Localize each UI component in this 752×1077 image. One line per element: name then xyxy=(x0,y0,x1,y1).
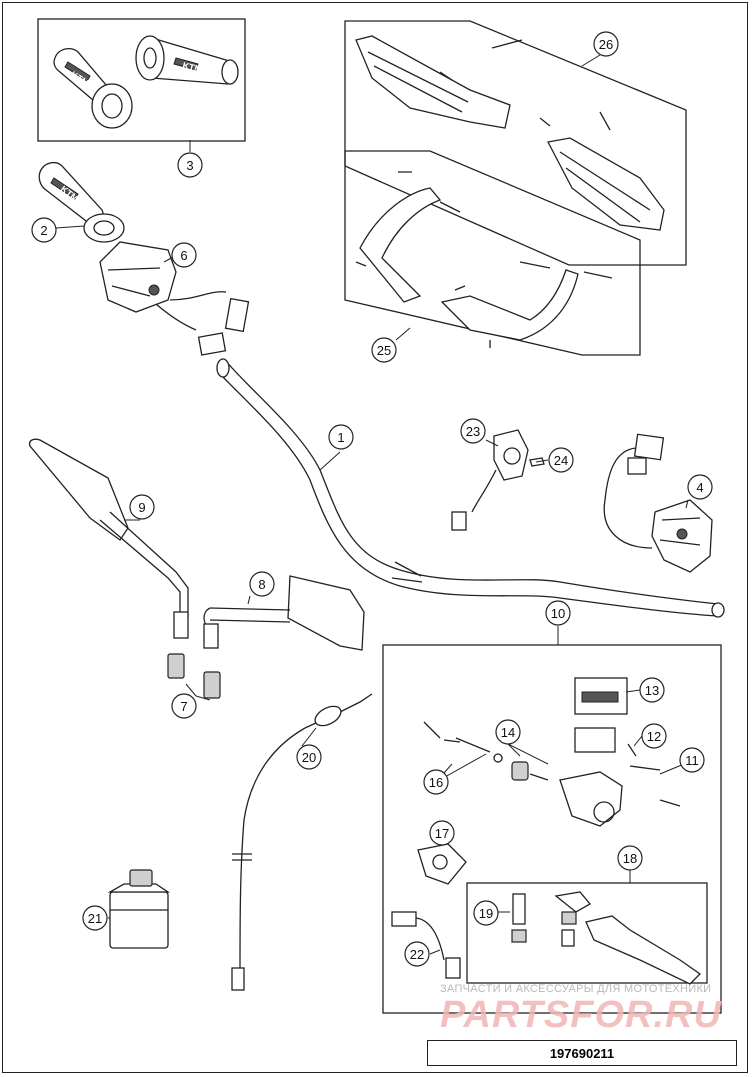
callout-18: 18 xyxy=(617,845,643,871)
callout-1: 1 xyxy=(328,424,354,450)
callout-21: 21 xyxy=(82,905,108,931)
callout-24: 24 xyxy=(548,447,574,473)
callout-16: 16 xyxy=(423,769,449,795)
callout-19: 19 xyxy=(473,900,499,926)
svg-text:7: 7 xyxy=(180,699,187,714)
callout-12: 12 xyxy=(641,723,667,749)
callout-7: 7 xyxy=(171,693,197,719)
right-switch xyxy=(603,433,713,573)
clutch-switch-cable xyxy=(391,911,461,979)
handguard-brackets xyxy=(355,171,613,348)
svg-text:6: 6 xyxy=(180,248,187,263)
callout-9: 9 xyxy=(129,494,155,520)
svg-text:11: 11 xyxy=(685,753,699,768)
svg-text:13: 13 xyxy=(645,683,659,698)
mirrors xyxy=(28,438,365,651)
left-grip xyxy=(38,161,125,243)
emergency-switch xyxy=(451,429,545,531)
callout-22: 22 xyxy=(404,941,430,967)
callout-14: 14 xyxy=(495,719,521,745)
svg-text:3: 3 xyxy=(186,158,193,173)
watermark-logo: PARTSFOR.RU xyxy=(440,994,722,1036)
callout-3: 3 xyxy=(177,152,203,178)
callout-2: 2 xyxy=(31,217,57,243)
svg-text:9: 9 xyxy=(138,500,145,515)
svg-text:24: 24 xyxy=(554,453,568,468)
grip-logo-text: KTM xyxy=(182,60,203,74)
callout-11: 11 xyxy=(679,747,705,773)
group-box-10 xyxy=(382,644,722,1014)
svg-text:20: 20 xyxy=(302,750,316,765)
svg-text:10: 10 xyxy=(551,606,565,621)
svg-text:22: 22 xyxy=(410,947,424,962)
left-switch xyxy=(99,241,250,356)
callout-13: 13 xyxy=(639,677,665,703)
svg-text:8: 8 xyxy=(258,577,265,592)
callout-6: 6 xyxy=(171,242,197,268)
svg-text:19: 19 xyxy=(479,906,493,921)
svg-text:23: 23 xyxy=(466,424,480,439)
svg-text:17: 17 xyxy=(435,826,449,841)
callout-25: 25 xyxy=(371,337,397,363)
handlebar xyxy=(216,358,725,618)
svg-text:25: 25 xyxy=(377,343,391,358)
part-number-label: 197690211 xyxy=(427,1040,737,1066)
svg-text:26: 26 xyxy=(599,37,613,52)
svg-text:21: 21 xyxy=(88,911,102,926)
clutch-master-cylinder xyxy=(423,677,681,827)
handlebar-clamp xyxy=(417,843,467,885)
watermark-subtitle: ЗАПЧАСТИ И АКСЕССУАРЫ ДЛЯ МОТОТЕХНИКИ xyxy=(440,983,712,995)
svg-text:2: 2 xyxy=(40,223,47,238)
group-box-25 xyxy=(344,150,641,356)
callout-23: 23 xyxy=(460,418,486,444)
group-box-18 xyxy=(466,882,708,984)
svg-text:12: 12 xyxy=(647,729,661,744)
clutch-hose xyxy=(231,693,373,991)
svg-text:1: 1 xyxy=(337,430,344,445)
callout-26: 26 xyxy=(593,31,619,57)
callout-17: 17 xyxy=(429,820,455,846)
callout-20: 20 xyxy=(296,744,322,770)
callout-10: 10 xyxy=(545,600,571,626)
svg-text:4: 4 xyxy=(696,480,703,495)
clutch-lever-kit xyxy=(511,891,702,985)
group-box-3 xyxy=(37,18,246,142)
hydraulic-fluid-bottle xyxy=(107,869,171,949)
callout-4: 4 xyxy=(687,474,713,500)
handguard-set xyxy=(355,35,665,231)
svg-text:16: 16 xyxy=(429,775,443,790)
mirror-adapters xyxy=(167,653,221,699)
part-number-text: 197690211 xyxy=(549,1045,615,1061)
svg-text:18: 18 xyxy=(623,851,637,866)
callout-8: 8 xyxy=(249,571,275,597)
grip-pair xyxy=(53,35,239,129)
svg-text:14: 14 xyxy=(501,725,515,740)
